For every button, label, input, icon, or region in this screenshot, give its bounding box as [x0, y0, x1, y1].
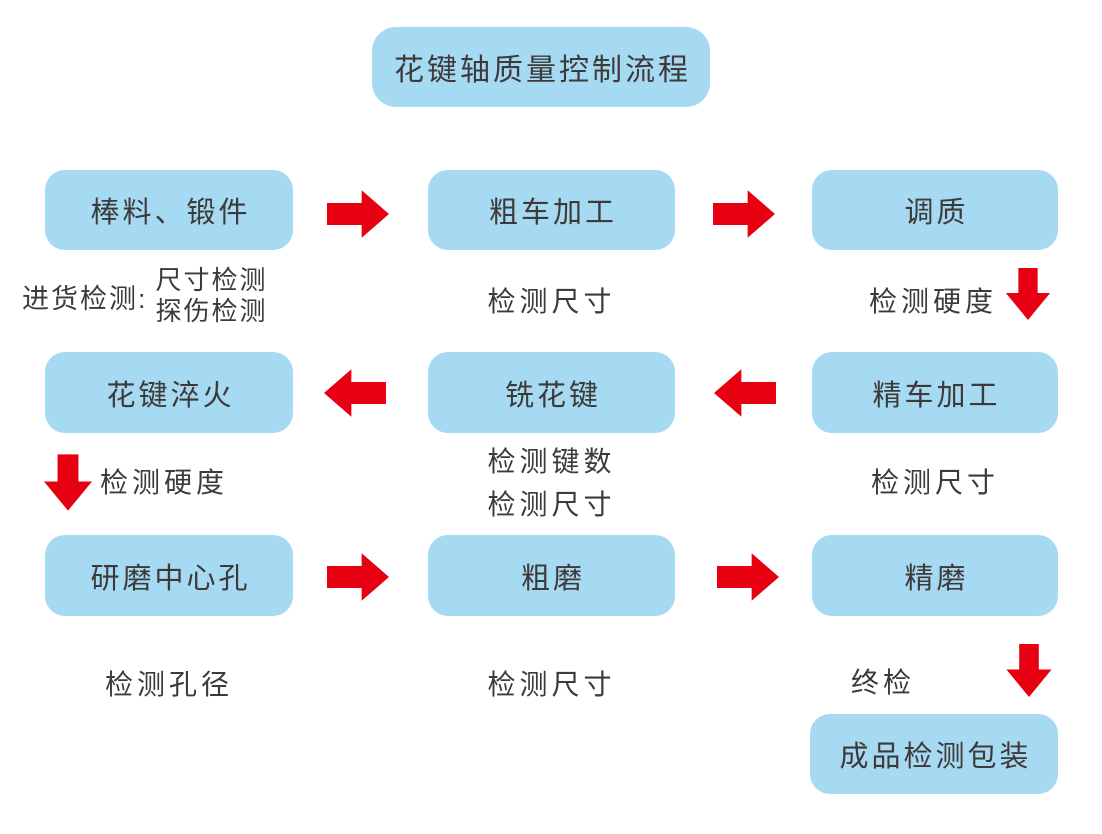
node-spline-quenching: 花键淬火	[45, 352, 293, 433]
node-spline-milling: 铣花键	[428, 352, 675, 433]
incoming-inspection-lines: 尺寸检测 探伤检测	[156, 265, 268, 327]
label-check-size-milling: 检测尺寸	[487, 489, 616, 520]
label-check-size-finish-turning: 检测尺寸	[870, 467, 999, 498]
node-bar-forging: 棒料、锻件	[45, 170, 293, 250]
node-rough-turning: 粗车加工	[428, 170, 675, 250]
node-center-hole-grinding: 研磨中心孔	[45, 535, 293, 616]
label-check-hardness-tempering: 检测硬度	[868, 286, 997, 317]
node-rough-grinding: 粗磨	[428, 535, 675, 616]
arrow-right-icon	[327, 552, 389, 602]
incoming-inspection-label: 进货检测: 尺寸检测 探伤检测	[22, 265, 268, 327]
node-finish-turning: 精车加工	[812, 352, 1058, 433]
node-tempering: 调质	[812, 170, 1058, 250]
label-check-size-rough-grinding: 检测尺寸	[487, 669, 616, 700]
label-final-inspection: 终检	[850, 667, 915, 698]
node-finished-packaging: 成品检测包装	[810, 714, 1058, 794]
arrow-right-icon	[713, 189, 775, 239]
label-check-key-count: 检测键数	[487, 446, 616, 477]
label-check-size-rough-turning: 检测尺寸	[487, 286, 616, 317]
arrow-down-icon	[44, 454, 92, 511]
arrow-right-icon	[327, 189, 389, 239]
title-box: 花键轴质量控制流程	[372, 27, 710, 107]
incoming-inspection-prefix: 进货检测:	[22, 283, 148, 314]
arrow-left-icon	[324, 368, 386, 418]
label-check-hole-diameter: 检测孔径	[104, 669, 233, 700]
incoming-inspection-line: 尺寸检测	[155, 265, 268, 295]
arrow-down-icon	[1006, 644, 1052, 697]
arrow-down-icon	[1005, 268, 1051, 320]
label-check-hardness-quenching: 检测硬度	[100, 467, 229, 498]
incoming-inspection-line: 探伤检测	[155, 296, 268, 326]
node-fine-grinding: 精磨	[812, 535, 1058, 616]
arrow-left-icon	[714, 368, 776, 418]
arrow-right-icon	[717, 552, 779, 602]
